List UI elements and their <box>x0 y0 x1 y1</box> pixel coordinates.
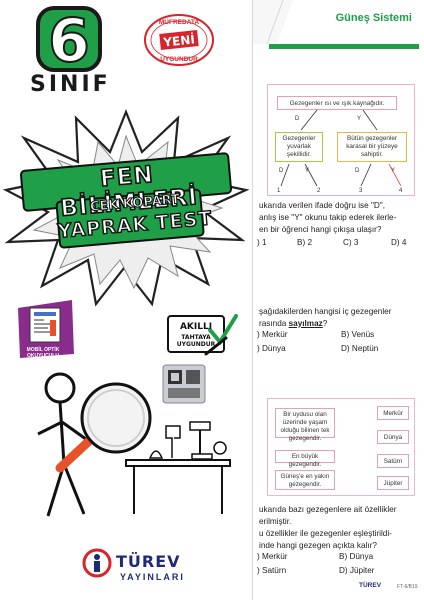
q3-feature-1: Bir uydusu olan üzerinde yaşam olduğu bi… <box>275 408 335 442</box>
q2-option-c[interactable]: ) Dünya <box>257 344 286 353</box>
q1-diagram-frame <box>267 84 415 196</box>
q1-label-d-top: D <box>295 116 300 122</box>
worksheet-page: Güneş Sistemi Gezegenler ısı ve ışık kay… <box>252 0 424 600</box>
q3-planet-2: Dünya <box>377 430 409 444</box>
publisher-subtitle: YAYINLARI <box>120 572 185 582</box>
q2-text-prefix: rasında <box>259 318 289 328</box>
page-header-graphic <box>253 0 293 44</box>
q2-option-b[interactable]: B) Venüs <box>341 330 375 339</box>
q1-question-text: ukarıda verilen ifade doğru ise "D", anl… <box>259 200 423 236</box>
grade-number: 6 <box>47 5 91 77</box>
q1-option-c[interactable]: C) 3 <box>343 238 359 247</box>
mobile-optic-reader-icon <box>18 300 74 358</box>
smartboard-badge <box>167 314 238 356</box>
smartboard-label-line1: AKILLI <box>179 322 213 332</box>
q3-text-line2: erilmiştir. <box>259 516 292 526</box>
q3-question-text: ukarıda bazı gezegenlere ait özellikler … <box>259 504 423 552</box>
q3-feature-2: En büyük gezegendir. <box>275 450 335 468</box>
mobile-optic-label: MOBİL OPTİK OKUYUCULU <box>26 347 60 359</box>
seal-bottom-text: UYGUNDUR <box>160 56 198 63</box>
grade-label: SINIF <box>30 72 111 97</box>
section-title: Güneş Sistemi <box>335 12 412 24</box>
q2-text-emphasis: sayılmaz <box>288 318 323 328</box>
q1-label-y-left: Y <box>305 168 310 174</box>
seal-middle-text: YENİ <box>162 31 196 49</box>
q1-diagram-arrows <box>280 109 402 187</box>
publisher-logo-icon <box>82 548 112 578</box>
q1-exit-3: 3 <box>359 188 363 194</box>
curriculum-seal: MÜFREDATA YENİ UYGUNDUR <box>144 14 214 66</box>
footer-page-code: FT-6/B19 <box>397 584 418 590</box>
seal-top-text: MÜFREDATA <box>159 17 200 26</box>
q1-root-statement: Gezegenler ısı ve ışık kaynağıdır. <box>277 96 397 110</box>
q1-option-a[interactable]: ) 1 <box>257 238 267 247</box>
q3-option-b[interactable]: B) Dünya <box>339 552 374 561</box>
footer-publisher-logo: TÜREV <box>359 582 382 589</box>
q2-question-text: şağıdakilerden hangisi iç gezegenler ras… <box>259 306 423 330</box>
q3-feature-3: Güneş'e en yakın gezegendir. <box>275 470 335 490</box>
q2-text-line1: şağıdakilerden hangisi iç gezegenler <box>259 307 392 316</box>
q1-left-statement: Gezegenler yuvarlak şekillidir. <box>275 132 323 162</box>
q1-exit-4: 4 <box>399 188 403 194</box>
q1-label-d-right: D <box>355 168 360 174</box>
q1-option-d[interactable]: D) 4 <box>391 238 407 247</box>
q2-option-a[interactable]: ) Merkür <box>257 330 288 339</box>
qr-hologram-sticker <box>162 364 206 404</box>
q3-option-d[interactable]: D) Jüpiter <box>339 566 375 575</box>
q1-exit-1: 1 <box>277 188 281 194</box>
q2-text-line2: rasında sayılmaz? <box>259 318 423 330</box>
q3-planet-3: Satürn <box>377 454 409 468</box>
q1-text-line2: anlış ise "Y" okunu takip ederek ilerle- <box>259 212 397 222</box>
q3-text-line1: ukarıda bazı gezegenlere ait özellikler <box>259 505 397 514</box>
q1-label-d-left: D <box>279 168 284 174</box>
q3-matching-frame <box>267 398 415 496</box>
q2-text-suffix: ? <box>322 318 328 328</box>
q2-option-d[interactable]: D) Neptün <box>341 344 379 353</box>
header-rule <box>269 44 419 49</box>
q3-planet-1: Merkür <box>377 406 409 420</box>
q3-planet-4: Jüpiter <box>377 476 409 490</box>
publisher-name: TÜREV <box>116 552 181 571</box>
q3-text-line3: u özellikler ile gezegenler eşleştirildi… <box>259 528 392 538</box>
q1-label-y-top: Y <box>357 116 362 122</box>
q1-option-b[interactable]: B) 2 <box>297 238 313 247</box>
scientist-magnifier-illustration <box>37 372 231 517</box>
book-cover: 6 SINIF MÜFREDATA YENİ UYGUNDUR FEN BİLİ… <box>2 5 250 582</box>
q3-option-a[interactable]: ) Merkür <box>257 552 288 561</box>
q1-right-statement: Bütün gezegenler karasal bir yüzeye sahi… <box>337 132 407 162</box>
q1-label-y-right: Y <box>391 168 396 174</box>
q1-text-line3: en bir öğrenci hangi çıkışa ulaşır? <box>259 224 382 234</box>
q1-exit-2: 2 <box>317 188 321 194</box>
grade-badge: 6 <box>36 5 102 77</box>
q1-text-line1: ukarıda verilen ifade doğru ise "D", <box>259 201 385 210</box>
q3-option-c[interactable]: ) Satürn <box>257 566 287 575</box>
smartboard-label-line2: TAHTAYA UYGUNDUR <box>176 334 216 348</box>
q3-text-line4: inde hangi gezegen açıkta kalır? <box>259 540 377 550</box>
explosion-burst-graphic <box>2 109 250 307</box>
